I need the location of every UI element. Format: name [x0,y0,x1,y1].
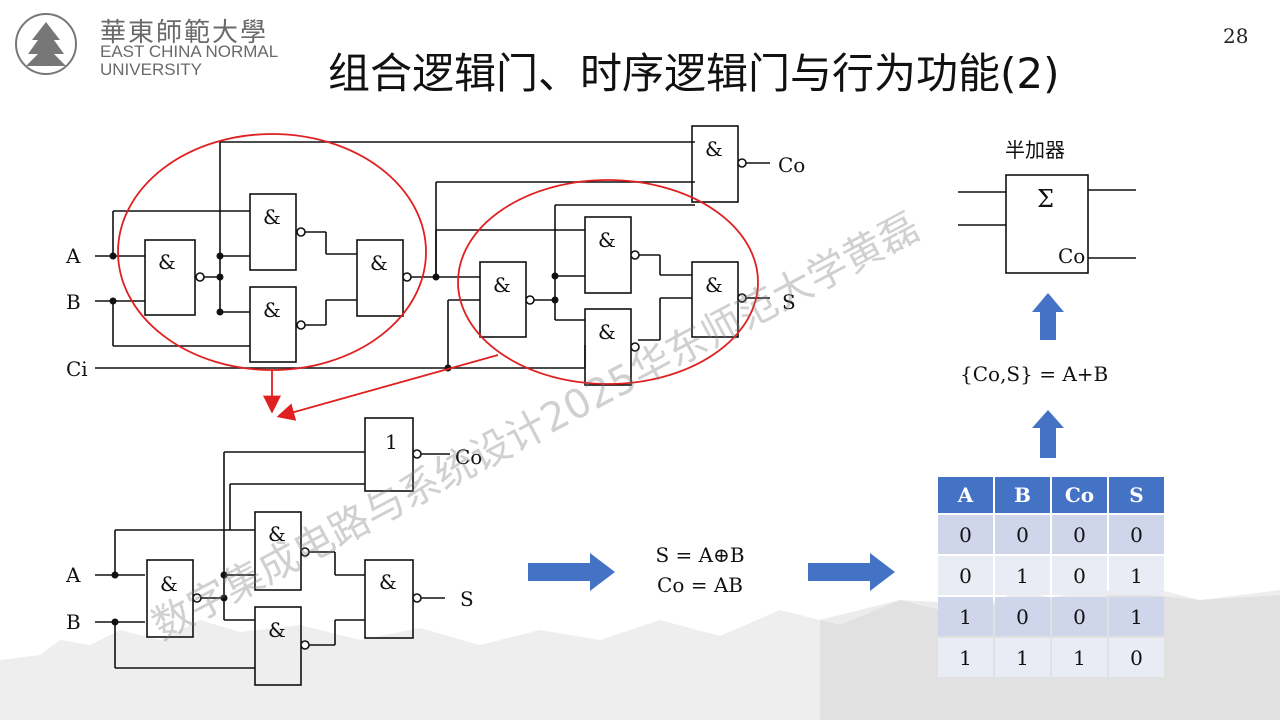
table-cell: 0 [1109,515,1164,554]
gate-symbol: & [598,228,616,252]
table-cell: 1 [1052,638,1107,677]
half-adder-label: 半加器 [1005,138,1065,162]
input-label-b: B [66,610,81,634]
logo-name-cn: 華東師範大學 [100,18,269,48]
table-row: 0 0 0 0 [938,515,1164,554]
table-cell: 1 [938,597,993,636]
table-header: A [938,477,993,513]
input-label-a: A [66,563,81,587]
table-cell: 1 [1109,597,1164,636]
table-header: Co [1052,477,1107,513]
input-label-a: A [66,244,81,268]
table-cell: 0 [1052,597,1107,636]
input-label-ci: Ci [66,357,88,381]
table-cell: 0 [995,515,1050,554]
table-cell: 0 [938,515,993,554]
table-header: S [1109,477,1164,513]
table-row: 1 0 0 1 [938,597,1164,636]
table-header-row: A B Co S [938,477,1164,513]
blue-arrow-icon [528,293,1064,591]
table-row: 1 1 1 0 [938,638,1164,677]
table-cell: 0 [1052,556,1107,595]
table-header: B [995,477,1050,513]
table-row: 0 1 0 1 [938,556,1164,595]
table-cell: 1 [995,556,1050,595]
table-cell: 1 [938,638,993,677]
gate-symbol: & [268,618,286,642]
gate-symbol: & [493,273,511,297]
sum-equation: S = A⊕B [655,543,745,567]
gate-symbol: & [158,250,176,274]
gate-symbol: & [705,273,723,297]
gate-symbol: & [705,137,723,161]
table-cell: 0 [995,597,1050,636]
page-number: 28 [1223,24,1249,48]
or-gate-symbol: 1 [385,430,398,454]
gate-symbol: & [598,320,616,344]
table-cell: 0 [1052,515,1107,554]
university-logo: 華東師範大學 EAST CHINA NORMAL UNIVERSITY [8,8,298,79]
gate-symbol: & [160,572,178,596]
carry-label: Co [1058,244,1086,268]
carry-equation: Co = AB [657,573,743,597]
gate-symbol: & [263,298,281,322]
truth-table: A B Co S 0 0 0 0 0 1 0 1 1 0 0 1 1 1 1 0 [936,475,1166,679]
output-label-co: Co [778,153,806,177]
sigma-symbol: Σ [1037,185,1054,213]
logo-name-en: EAST CHINA NORMAL [100,42,279,61]
slide-title: 组合逻辑门、时序逻辑门与行为功能(2) [328,49,1060,98]
gate-symbol: & [370,251,388,275]
output-label-s: S [460,587,474,611]
table-cell: 1 [995,638,1050,677]
gate-symbol: & [268,522,286,546]
gate-symbol: & [263,205,281,229]
input-label-b: B [66,290,81,314]
table-cell: 0 [1109,638,1164,677]
table-cell: 1 [1109,556,1164,595]
combined-equation: {Co,S} = A+B [960,362,1109,386]
table-cell: 0 [938,556,993,595]
output-label-s: S [782,290,796,314]
pine-tree-emblem-icon [15,13,77,75]
logo-name-en-2: UNIVERSITY [100,60,203,79]
gate-symbol: & [379,570,397,594]
logic-equations: S = A⊕B Co = AB [640,540,760,600]
output-label-co: Co [455,445,483,469]
